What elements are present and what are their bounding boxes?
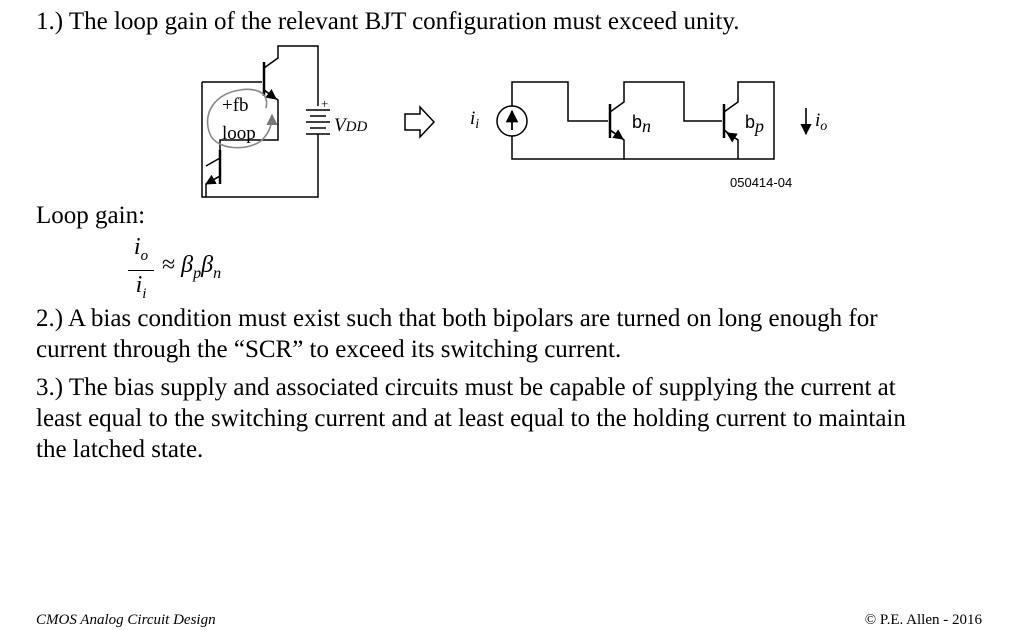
point-2-text: 2.) A bias condition must exist such tha… xyxy=(36,305,878,363)
point-3-text: 3.) The bias supply and associated circu… xyxy=(36,374,906,463)
fraction-bar xyxy=(128,269,154,271)
gain-approximation: ≈ βpβn xyxy=(162,252,222,282)
footer-course-title: CMOS Analog Circuit Design xyxy=(36,612,216,628)
gain-fraction: io ii xyxy=(128,234,154,307)
footer-copyright: © P.E. Allen - 2016 xyxy=(864,612,982,628)
figure-id: 050414-04 xyxy=(730,175,792,190)
bp-emitter-arrow xyxy=(726,132,739,143)
bn-label: bn xyxy=(632,112,651,136)
vdd-label: VDD xyxy=(334,115,367,136)
loop-gain-label: Loop gain: xyxy=(36,202,146,229)
feedback-loop-arrow xyxy=(206,88,278,149)
bp-label: bp xyxy=(745,112,764,136)
q2-emitter-arrow xyxy=(205,174,221,185)
q1-emitter-arrow xyxy=(263,89,277,100)
ii-label: ii xyxy=(470,108,479,132)
fraction-denominator: ii xyxy=(135,271,147,302)
battery-plus-sign: + xyxy=(321,96,328,111)
io-label: io xyxy=(815,110,827,134)
point-1-text: 1.) The loop gain of the relevant BJT co… xyxy=(36,8,740,35)
fraction-numerator: io xyxy=(133,234,149,264)
equivalent-arrow-icon xyxy=(404,105,436,139)
fb-label: +fb xyxy=(222,95,249,116)
loop-label: loop xyxy=(222,123,256,144)
bn-emitter-arrow xyxy=(609,129,624,140)
scr-loop-circuit xyxy=(201,45,330,198)
